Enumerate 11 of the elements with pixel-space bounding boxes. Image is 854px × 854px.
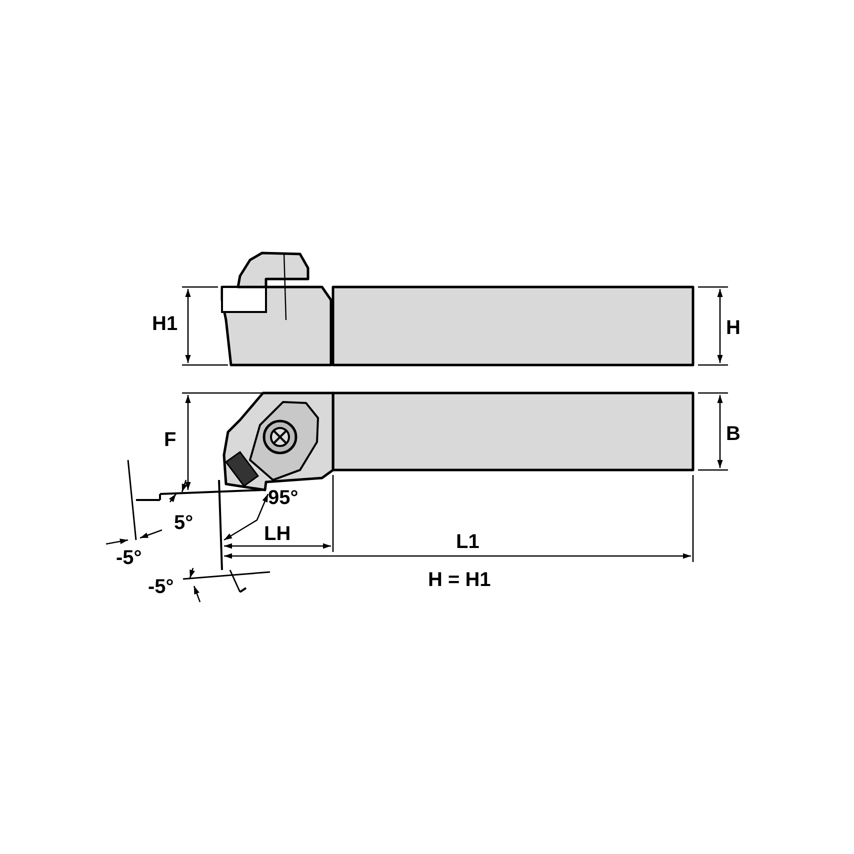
- dimension-label: H = H1: [428, 570, 491, 590]
- dimension-label: -5°: [116, 548, 142, 568]
- dimension-label: H1: [152, 314, 178, 334]
- dimension-label: -5°: [148, 577, 174, 597]
- dimension-label: B: [726, 424, 740, 444]
- dimension-label: L1: [456, 532, 480, 552]
- dimension-label: 5°: [174, 513, 194, 533]
- dimension-label: 95°: [268, 488, 298, 508]
- dimension-label: H: [726, 318, 740, 338]
- dimension-label: F: [164, 430, 176, 450]
- dimension-label: LH: [264, 524, 291, 544]
